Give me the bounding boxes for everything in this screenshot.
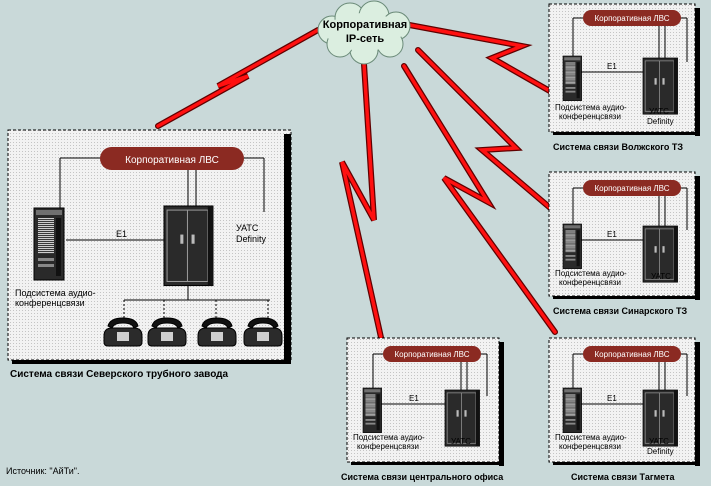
pbx-label: УАТС xyxy=(451,437,471,446)
site-volga: Корпоративная ЛВС E1 Подсистема аудио- к… xyxy=(548,3,700,152)
conference-server-icon xyxy=(562,55,582,101)
site-caption: Система связи Волжского ТЗ xyxy=(553,142,683,152)
site-main: Корпоративная ЛВС E1 УАТС Definity Подси… xyxy=(7,129,292,380)
conference-label-2: конференцсвязи xyxy=(559,112,621,121)
cloud-subtitle: IP-сеть xyxy=(346,33,385,45)
source-note: Источник: "АйТи". xyxy=(6,466,79,476)
site-caption: Система связи Тагмета xyxy=(571,472,676,482)
conference-label-2: конференцсвязи xyxy=(559,442,621,451)
pbx-cabinet-icon xyxy=(642,57,678,115)
lan-label: Корпоративная ЛВС xyxy=(595,184,670,193)
link-main-site xyxy=(155,27,321,129)
lan-label: Корпоративная ЛВС xyxy=(595,14,670,23)
site-caption: Система связи Северского трубного завода xyxy=(10,368,229,380)
link-volga-site xyxy=(401,21,558,97)
site-caption: Система связи Синарского ТЗ xyxy=(553,306,688,316)
e1-label: E1 xyxy=(116,229,127,239)
pbx-label: УАТС xyxy=(649,437,669,446)
conference-label: Подсистема аудио- xyxy=(15,288,96,298)
site-sinara: Корпоративная ЛВС E1 Подсистема аудио- к… xyxy=(548,171,700,316)
lan-label: Корпоративная ЛВС xyxy=(395,350,470,359)
lan-pill xyxy=(100,147,244,170)
conference-label: Подсистема аудио- xyxy=(555,103,627,112)
pbx-label: УАТС xyxy=(236,223,259,233)
conference-server-icon xyxy=(562,387,582,433)
ip-links xyxy=(155,21,558,345)
telephone-icon xyxy=(147,317,187,347)
conference-label-2: конференцсвязи xyxy=(559,278,621,287)
e1-label: E1 xyxy=(409,394,419,403)
conference-server-icon xyxy=(33,207,65,281)
conference-label: Подсистема аудио- xyxy=(555,269,627,278)
pbx-model-label: Definity xyxy=(647,447,674,456)
pbx-label: УАТС xyxy=(649,107,669,116)
site-tagmet: Корпоративная ЛВС E1 Подсистема аудио- к… xyxy=(548,337,700,482)
conference-label-2: конференцсвязи xyxy=(357,442,419,451)
e1-label: E1 xyxy=(607,230,617,239)
site-caption: Система связи центрального офиса xyxy=(341,472,504,482)
pbx-cabinet-icon xyxy=(163,205,214,287)
conference-server-icon xyxy=(362,387,382,433)
link-tagmet-site xyxy=(401,63,558,335)
lan-label: Корпоративная ЛВС xyxy=(125,155,219,166)
site-office: Корпоративная ЛВС E1 Подсистема аудио- к… xyxy=(341,337,504,482)
link-office-site xyxy=(339,61,385,345)
e1-label: E1 xyxy=(607,394,617,403)
telephone-icon xyxy=(103,317,143,347)
e1-label: E1 xyxy=(607,62,617,71)
cloud-title: Корпоративная xyxy=(323,19,407,31)
pbx-model-label: Definity xyxy=(236,234,267,244)
pbx-label: УАТС xyxy=(651,272,671,281)
telephone-icon xyxy=(197,317,237,347)
link-sinara-site xyxy=(415,47,558,215)
conference-server-icon xyxy=(562,223,582,269)
telephone-icon xyxy=(243,317,283,347)
pbx-model-label: Definity xyxy=(647,117,674,126)
conference-label-2: конференцсвязи xyxy=(15,298,85,308)
lan-label: Корпоративная ЛВС xyxy=(595,350,670,359)
conference-label: Подсистема аудио- xyxy=(353,433,425,442)
conference-label: Подсистема аудио- xyxy=(555,433,627,442)
ip-network-cloud: Корпоративная IP-сеть xyxy=(317,0,411,65)
